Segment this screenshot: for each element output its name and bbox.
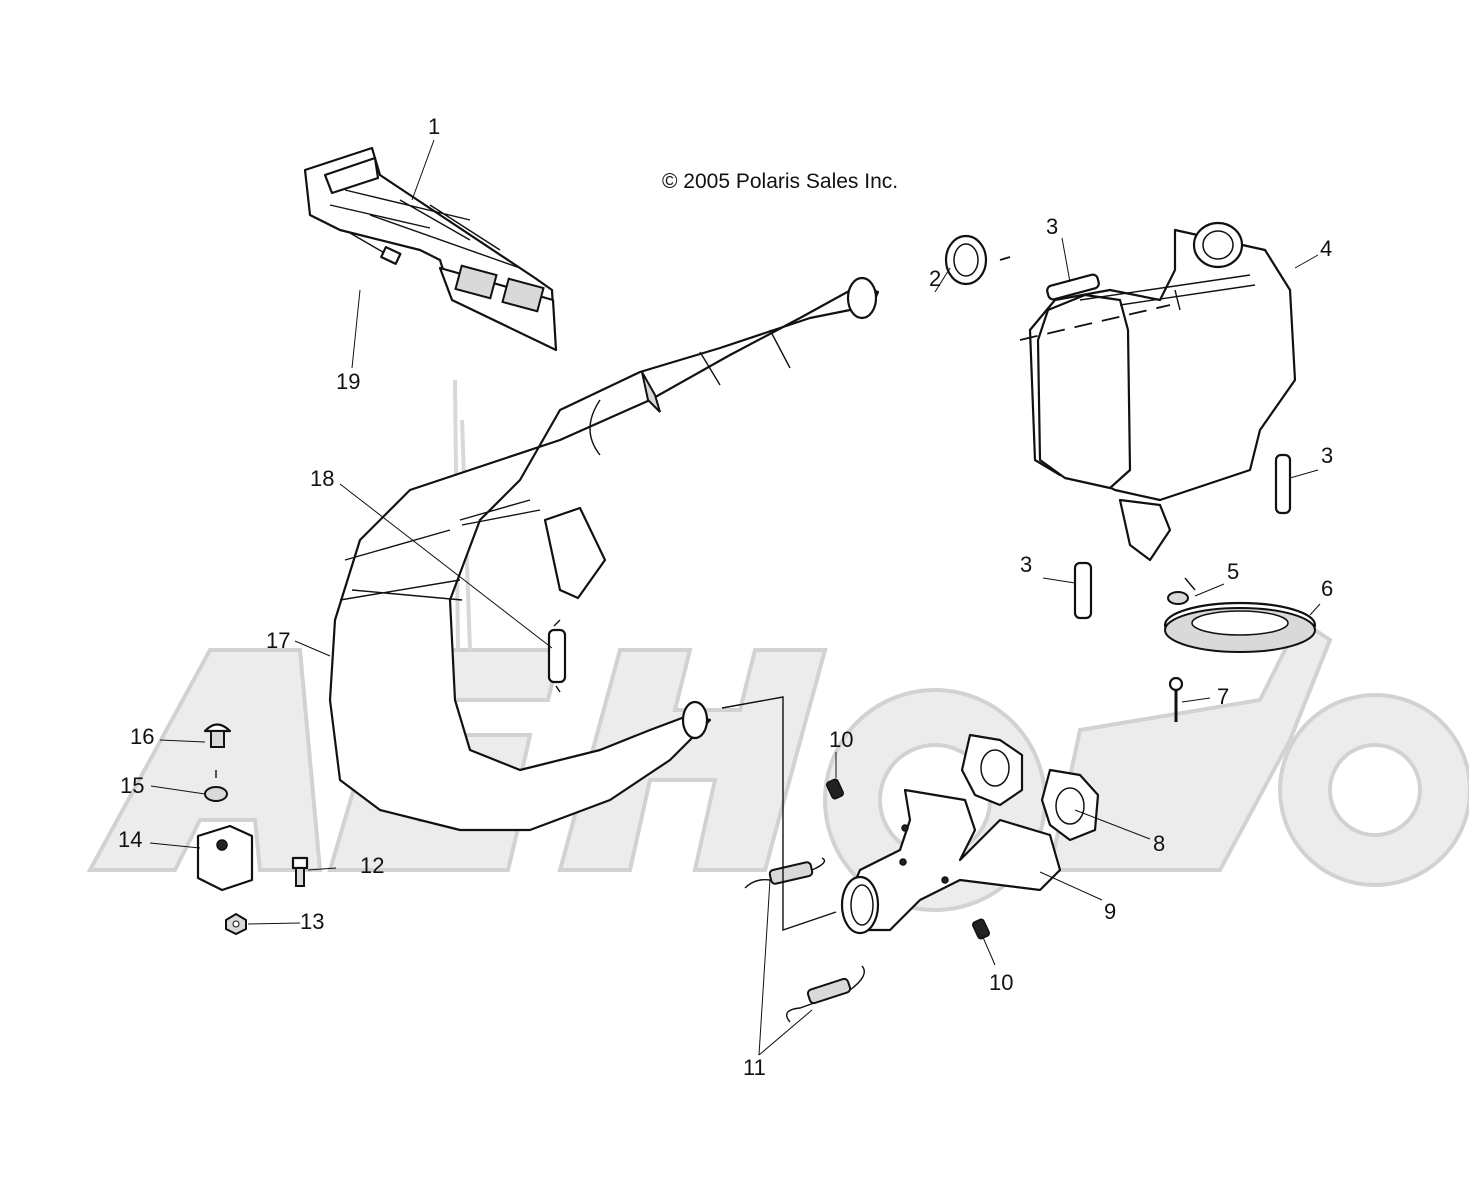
nut-13 <box>225 912 247 936</box>
callout-18: 18 <box>310 466 335 491</box>
callout-2: 2 <box>929 266 942 291</box>
bracket-14 <box>196 824 254 892</box>
copyright-notice: © 2005 Polaris Sales Inc. <box>662 170 899 193</box>
callout-5: 5 <box>1227 559 1240 584</box>
hook-spring-upper <box>744 857 826 889</box>
chamber-spring <box>547 619 567 693</box>
callout-17: 17 <box>266 628 291 653</box>
y-manifold <box>840 788 1062 935</box>
callout-15: 15 <box>120 773 145 798</box>
callout-10-upper: 10 <box>829 727 854 752</box>
washer-5 <box>1167 577 1196 605</box>
rivet <box>349 232 402 265</box>
spring-top <box>1046 273 1100 301</box>
pin-7 <box>1168 676 1184 722</box>
callout-14: 14 <box>118 827 143 852</box>
callout-10-lower: 10 <box>989 970 1014 995</box>
callout-7: 7 <box>1217 684 1230 709</box>
connector-bracket-line <box>721 696 837 931</box>
callout-13: 13 <box>300 909 325 934</box>
spring-middle <box>1073 561 1093 620</box>
callout-3-top: 3 <box>1046 214 1059 239</box>
callout-4: 4 <box>1320 236 1333 261</box>
callout-1: 1 <box>428 114 441 139</box>
spring-right <box>1274 453 1292 515</box>
silencer <box>1019 221 1297 562</box>
mounting-bracket <box>303 146 558 352</box>
gaskets <box>960 733 1100 842</box>
callout-9: 9 <box>1104 899 1117 924</box>
callout-19: 19 <box>336 369 361 394</box>
callout-16: 16 <box>130 724 155 749</box>
callout-6: 6 <box>1321 576 1334 601</box>
hook-spring-lower <box>786 965 865 1023</box>
callout-3-right: 3 <box>1321 443 1334 468</box>
callout-8: 8 <box>1153 831 1166 856</box>
seal-ring <box>944 234 1011 286</box>
callout-11: 11 <box>743 1055 766 1080</box>
stud-upper <box>825 778 845 800</box>
bolt-12 <box>291 856 309 887</box>
bolt-16 <box>203 723 232 748</box>
stud-lower <box>971 918 991 940</box>
leader-lines <box>149 139 1321 1056</box>
callout-12: 12 <box>360 853 385 878</box>
expansion-chamber <box>328 276 880 832</box>
grommet <box>1163 601 1317 653</box>
callout-3-middle: 3 <box>1020 552 1033 577</box>
